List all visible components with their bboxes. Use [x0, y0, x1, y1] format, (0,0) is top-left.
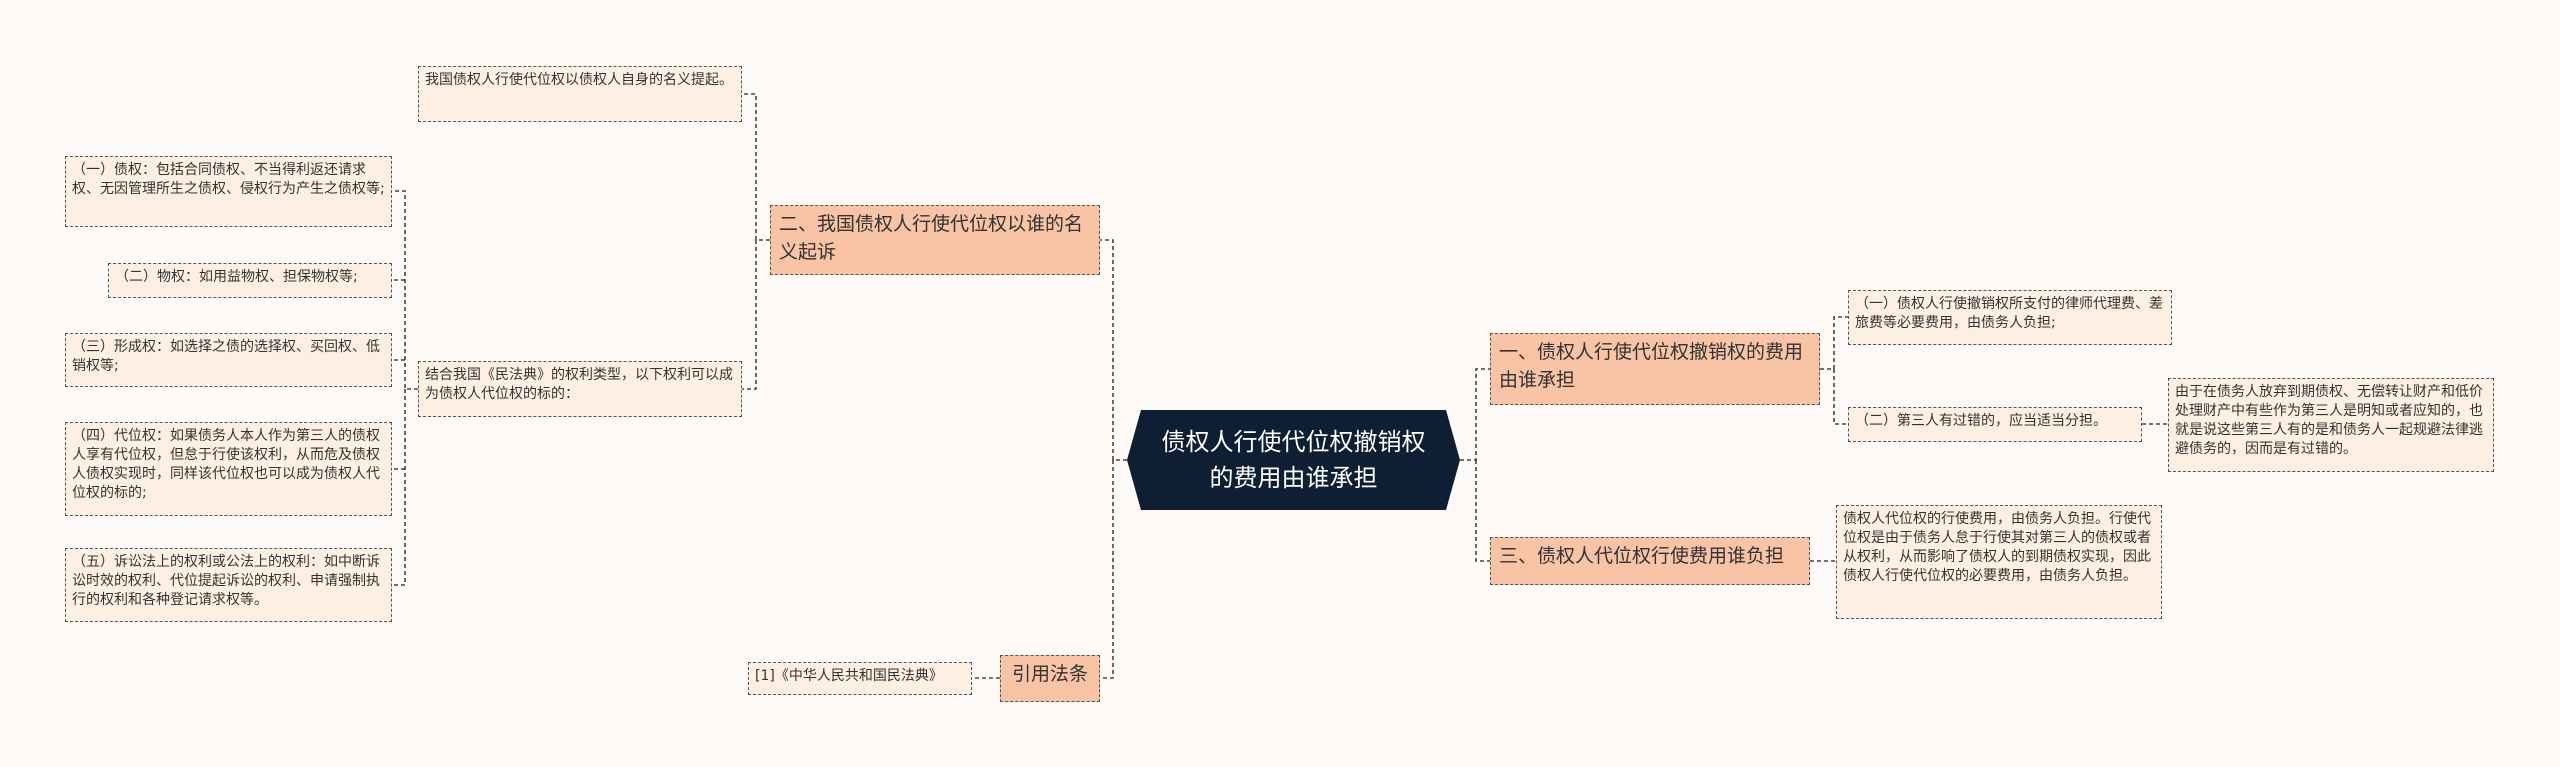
- leaf-node-fee-third-party[interactable]: （二）第三人有过错的，应当适当分担。: [1848, 407, 2142, 442]
- branch-node-suit-name[interactable]: 二、我国债权人行使代位权以谁的名义起诉: [770, 205, 1100, 275]
- leaf-node-own-name[interactable]: 我国债权人行使代位权以债权人自身的名义提起。: [418, 66, 742, 122]
- connector-fee-to-third-party: [1833, 369, 1848, 425]
- leaf-node-fee-debtor[interactable]: （一）债权人行使撤销权所支付的律师代理费、差旅费等必要费用，由债务人负担;: [1848, 290, 2172, 345]
- branch-node-cited-law[interactable]: 引用法条: [1000, 655, 1100, 702]
- root-node[interactable]: 债权人行使代位权撤销权的费用由谁承担: [1127, 410, 1460, 510]
- connector-root-to-cited-law: [1100, 460, 1114, 679]
- leaf-node-right-types[interactable]: 结合我国《民法典》的权利类型，以下权利可以成为债权人代位权的标的：: [418, 361, 742, 417]
- branch-node-fee-bearer[interactable]: 一、债权人行使代位权撤销权的费用由谁承担: [1490, 333, 1820, 405]
- connector-root-to-suit-name: [1100, 239, 1127, 461]
- branch-node-cost-bearer[interactable]: 三、债权人代位权行使费用谁负担: [1490, 537, 1810, 585]
- leaf-node-type-procedural[interactable]: （五）诉讼法上的权利或公法上的权利：如中断诉讼时效的权利、代位提起诉讼的权利、申…: [65, 548, 392, 622]
- connector-types-to-claim: [392, 190, 418, 390]
- leaf-node-cost-debtor[interactable]: 债权人代位权的行使费用，由债务人负担。行使代位权是由于债务人怠于行使其对第三人的…: [1836, 505, 2162, 619]
- leaf-node-type-formation[interactable]: （三）形成权：如选择之债的选择权、买回权、低销权等;: [65, 333, 392, 387]
- connector-root-to-cost-bearer: [1475, 460, 1490, 562]
- leaf-node-civil-code[interactable]: [1]《中华人民共和国民法典》: [748, 662, 972, 695]
- leaf-node-type-claim[interactable]: （一）债权：包括合同债权、不当得利返还请求权、无因管理所生之债权、侵权行为产生之…: [65, 156, 392, 227]
- root-title: 债权人行使代位权撤销权的费用由谁承担: [1161, 428, 1426, 492]
- connector-suit-to-own-name: [742, 93, 770, 241]
- connector-fee-to-debtor: [1820, 316, 1848, 370]
- leaf-node-third-party-fault[interactable]: 由于在债务人放弃到期债权、无偿转让财产和低价处理财产中有些作为第三人是明知或者应…: [2168, 378, 2494, 472]
- leaf-node-type-subrogation[interactable]: （四）代位权：如果债务人本人作为第三人的债权人享有代位权，但怠于行使该权利，从而…: [65, 422, 392, 516]
- leaf-node-type-property[interactable]: （二）物权：如用益物权、担保物权等;: [108, 263, 392, 298]
- connector-root-to-fee-bearer: [1460, 368, 1490, 461]
- connector-types-to-procedural: [392, 389, 406, 586]
- connector-suit-to-right-types: [742, 240, 757, 390]
